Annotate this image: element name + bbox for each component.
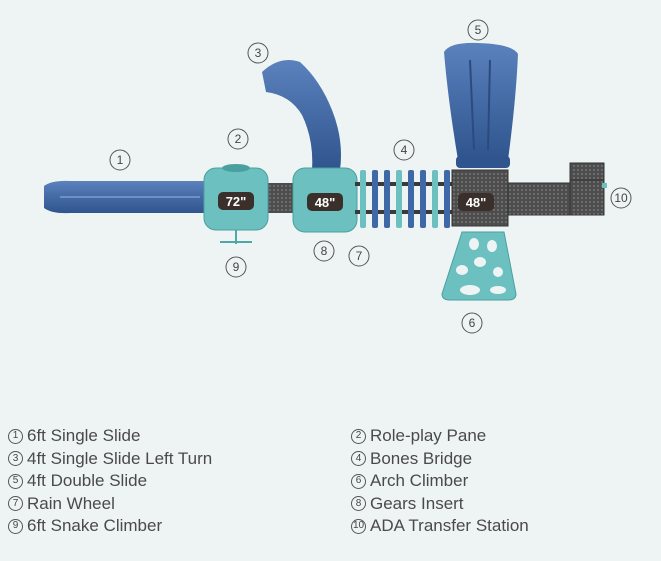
legend-label: 6ft Snake Climber [27, 516, 163, 535]
legend-label: 4ft Double Slide [27, 471, 148, 490]
deck-48-a: 48" [292, 167, 358, 233]
legend-label: Bones Bridge [370, 448, 473, 468]
legend-label: ADA Transfer Station [370, 516, 529, 535]
callout-2: 2 [227, 128, 249, 150]
deck-48-b: 48" [451, 169, 509, 227]
legend-number: 4 [351, 451, 366, 467]
slide-left-turn [262, 59, 341, 170]
legend-number: 2 [351, 428, 366, 444]
deck-48-b-label: 48" [466, 195, 487, 210]
legend-number: 1 [8, 428, 23, 444]
connector-platform [265, 183, 297, 213]
svg-text:2: 2 [235, 132, 242, 146]
callout-5: 5 [467, 19, 489, 41]
ada-transfer-station [507, 162, 607, 216]
svg-text:1: 1 [117, 153, 124, 167]
svg-text:8: 8 [321, 244, 328, 258]
callout-9: 9 [225, 256, 247, 278]
legend-label: Arch Climber [370, 471, 469, 490]
playground-diagram: 72" 48" 48" [44, 19, 632, 334]
legend-number: 9 [8, 518, 23, 534]
callout-6: 6 [461, 312, 483, 334]
callout-1: 1 [109, 149, 131, 171]
svg-text:10: 10 [614, 191, 628, 205]
svg-text:7: 7 [356, 249, 363, 263]
legend-number: 6 [351, 473, 366, 489]
double-slide [444, 42, 518, 168]
legend-label: Role-play Pane [370, 426, 487, 445]
legend-label: 6ft Single Slide [27, 426, 141, 445]
legend-number: 10 [351, 518, 366, 534]
legend-number: 5 [8, 473, 23, 489]
arch-climber [441, 231, 517, 301]
legend-label: 4ft Single Slide Left Turn [27, 448, 213, 468]
callout-8: 8 [313, 240, 335, 262]
callout-7: 7 [348, 245, 370, 267]
deck-72: 72" [203, 164, 269, 231]
bones-bridge [355, 170, 455, 228]
callout-4: 4 [393, 139, 415, 161]
svg-text:6: 6 [469, 316, 476, 330]
svg-text:9: 9 [233, 260, 240, 274]
svg-text:3: 3 [255, 46, 262, 60]
single-slide-6ft [44, 180, 205, 214]
callout-3: 3 [247, 42, 269, 64]
legend-label: Gears Insert [370, 493, 464, 513]
legend-number: 7 [8, 496, 23, 512]
legend-number: 3 [8, 451, 23, 467]
callout-10: 10 [610, 187, 632, 209]
svg-text:4: 4 [401, 143, 408, 157]
svg-text:5: 5 [475, 23, 482, 37]
deck-48-a-label: 48" [315, 195, 336, 210]
deck-72-label: 72" [226, 194, 247, 209]
legend-label: Rain Wheel [27, 493, 115, 513]
legend-number: 8 [351, 496, 366, 512]
